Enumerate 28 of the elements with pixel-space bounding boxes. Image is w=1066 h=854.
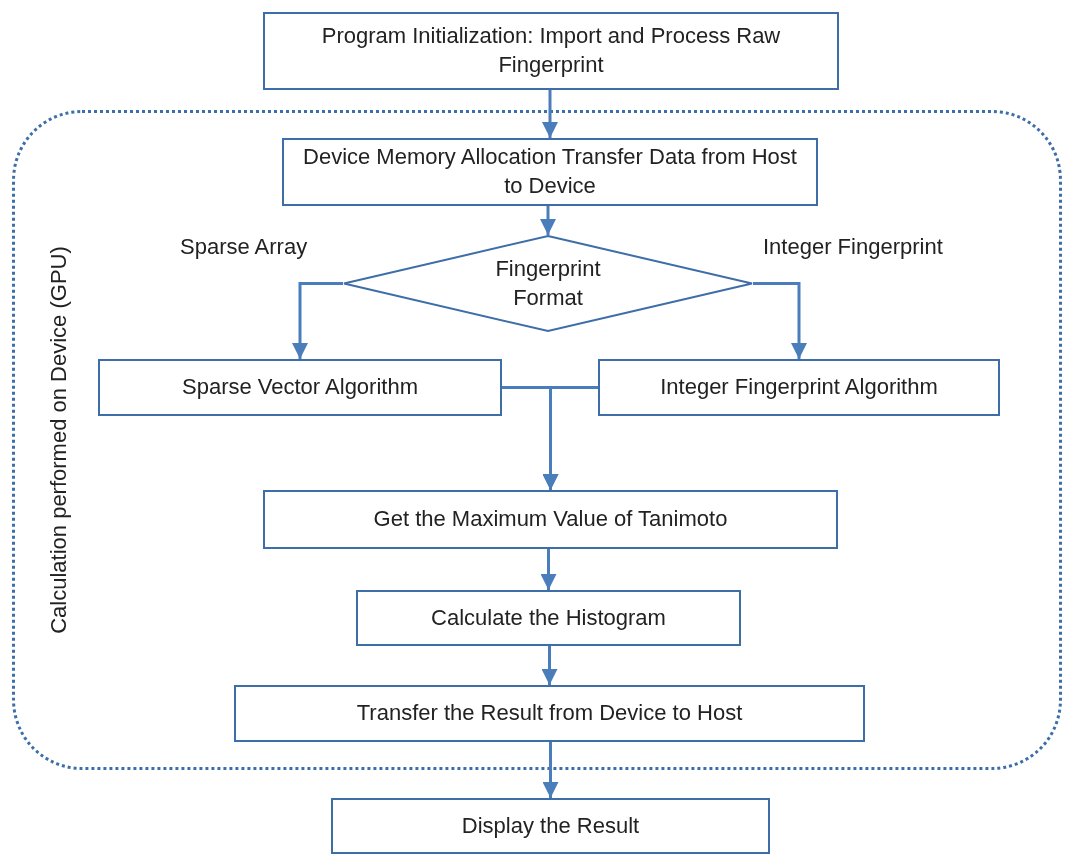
arrow — [542, 386, 598, 490]
arrow — [540, 206, 556, 235]
box-label: Device Memory Allocation Transfer Data from Host to Device — [302, 143, 798, 200]
arrow — [540, 549, 557, 590]
box-label: Display the Result — [460, 811, 641, 840]
arrow — [753, 282, 807, 359]
process-box — [598, 359, 1000, 416]
dotted-region — [12, 110, 1062, 770]
process-box — [282, 138, 818, 206]
arrow — [292, 282, 343, 359]
process-box — [263, 12, 839, 90]
box-label: Integer Fingerprint Algorithm — [659, 373, 939, 402]
process-box — [356, 590, 741, 646]
arrow — [542, 90, 558, 138]
box-label: Program Initialization: Import and Process Raw Fingerprint — [320, 22, 782, 79]
process-box — [98, 359, 502, 416]
box-label: Transfer the Result from Device to Host — [355, 699, 744, 728]
arrow — [541, 646, 558, 685]
process-box — [234, 685, 865, 742]
decision-label: Fingerprint Format — [494, 254, 602, 312]
box-label: Calculate the Histogram — [430, 603, 667, 632]
arrow — [542, 742, 559, 798]
process-box — [331, 798, 770, 854]
box-label: Sparse Vector Algorithm — [181, 373, 419, 402]
box-label: Get the Maximum Value of Tanimoto — [372, 505, 729, 534]
process-box — [263, 490, 838, 549]
decision-diamond — [343, 235, 753, 332]
region-label: Calculation performed on Device (GPU) — [45, 246, 72, 634]
